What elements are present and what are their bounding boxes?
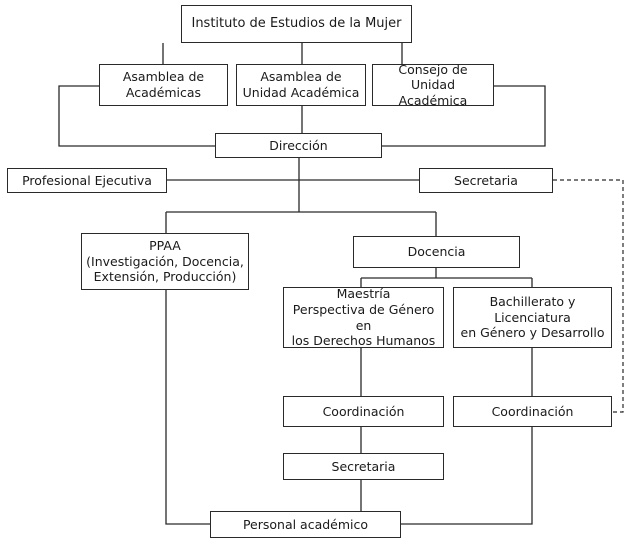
- node-docencia: Docencia: [353, 236, 520, 268]
- node-coordinacion-left: Coordinación: [283, 396, 444, 427]
- node-asamblea-unidad: Asamblea de Unidad Académica: [236, 64, 366, 106]
- connector-ppaa-personal: [165, 290, 210, 525]
- node-instituto: Instituto de Estudios de la Mujer: [181, 5, 412, 43]
- connector-asamblea-academicas-direccion: [58, 85, 215, 147]
- node-consejo-label: Consejo de Unidad Académica: [398, 61, 468, 108]
- node-asamblea-unidad-label: Asamblea de Unidad Académica: [242, 69, 360, 100]
- node-bachillerato-label: Bachillerato y Licenciatura en Género y …: [460, 294, 605, 341]
- node-secretaria-bottom: Secretaria: [283, 453, 444, 480]
- node-maestria: Maestría Perspectiva de Género en los De…: [283, 286, 444, 349]
- connector-coord-right-personal: [401, 427, 533, 525]
- node-direccion-label: Dirección: [269, 137, 328, 153]
- node-maestria-label: Maestría Perspectiva de Género en los De…: [291, 286, 436, 349]
- node-secretaria-top: Secretaria: [419, 168, 553, 193]
- node-asamblea-academicas: Asamblea de Académicas: [99, 64, 228, 106]
- node-direccion: Dirección: [215, 133, 382, 158]
- node-coordinacion-left-label: Coordinación: [322, 403, 405, 419]
- node-profesional-ejecutiva: Profesional Ejecutiva: [7, 168, 167, 193]
- dashed-connector-secretaria-coordinacion: [553, 179, 624, 413]
- node-ppaa-label: PPAA (Investigación, Docencia, Extensión…: [86, 238, 244, 285]
- node-ppaa: PPAA (Investigación, Docencia, Extensión…: [81, 233, 249, 290]
- node-docencia-label: Docencia: [407, 244, 466, 260]
- node-secretaria-bottom-label: Secretaria: [331, 458, 396, 474]
- node-asamblea-academicas-label: Asamblea de Académicas: [122, 69, 205, 100]
- node-profesional-ejecutiva-label: Profesional Ejecutiva: [22, 172, 152, 188]
- node-consejo: Consejo de Unidad Académica: [372, 61, 494, 108]
- node-personal-academico-label: Personal académico: [242, 516, 369, 532]
- node-bachillerato: Bachillerato y Licenciatura en Género y …: [453, 287, 612, 348]
- connector-consejo-direccion: [382, 85, 546, 147]
- node-secretaria-top-label: Secretaria: [454, 172, 518, 188]
- node-coordinacion-right: Coordinación: [453, 396, 612, 427]
- node-instituto-label: Instituto de Estudios de la Mujer: [191, 15, 402, 31]
- node-coordinacion-right-label: Coordinación: [491, 403, 574, 419]
- node-personal-academico: Personal académico: [210, 511, 401, 538]
